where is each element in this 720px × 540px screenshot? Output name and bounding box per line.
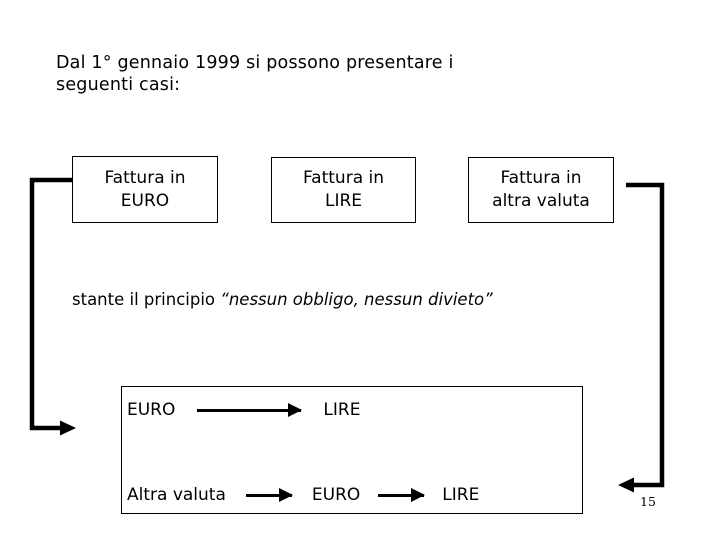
- principle-quoted-text: “nessun obbligo, nessun divieto”: [220, 290, 493, 309]
- right-arrow-icon: [378, 488, 426, 502]
- conversion-to-label-lire: LIRE: [442, 485, 480, 505]
- conversion-via-label-euro: EURO: [311, 485, 361, 505]
- case-box-altra-valuta-line-2: altra valuta: [492, 191, 590, 211]
- case-box-euro-line-2: EURO: [120, 190, 170, 211]
- case-box-lire-line-2: LIRE: [324, 191, 363, 211]
- case-box-lire-line-1: Fattura in: [302, 168, 385, 188]
- page-number: 15: [640, 494, 656, 509]
- left-connector-bracket: [29, 177, 76, 436]
- case-box-altra-valuta-line-1: Fattura in: [500, 168, 582, 188]
- case-box-euro-line-1: Fattura in: [104, 167, 186, 188]
- right-connector-arrowhead: [618, 477, 634, 493]
- page-title-line-2: seguenti casi:: [56, 75, 181, 95]
- conversion-row-altra-valuta-to-euro-to-lire: Altra valuta EURO LIRE: [127, 482, 479, 508]
- principle-lead-text: stante il principio: [72, 290, 221, 309]
- principle-statement: stante il principio “nessun obbligo, nes…: [72, 289, 672, 311]
- page-title-line-1: Dal 1° gennaio 1999 si possono presentar…: [56, 53, 454, 73]
- conversion-rules-box: EURO LIRE Altra valuta EURO LIRE: [121, 386, 583, 514]
- right-arrow-icon: [245, 488, 293, 502]
- case-box-fattura-in-euro: Fattura in EURO: [72, 156, 218, 223]
- left-connector-arrowhead: [60, 420, 76, 436]
- right-arrow-icon: [197, 403, 303, 417]
- conversion-from-label-altra-valuta: Altra valuta: [127, 485, 226, 505]
- conversion-to-label-lire: LIRE: [323, 400, 361, 420]
- right-connector-bracket: [618, 182, 665, 493]
- page-title: Dal 1° gennaio 1999 si possono presentar…: [56, 52, 596, 96]
- case-box-fattura-in-altra-valuta: Fattura in altra valuta: [468, 157, 614, 223]
- conversion-row-euro-to-lire: EURO LIRE: [127, 397, 360, 423]
- case-box-fattura-in-lire: Fattura in LIRE: [271, 157, 416, 223]
- conversion-from-label-euro: EURO: [127, 400, 176, 420]
